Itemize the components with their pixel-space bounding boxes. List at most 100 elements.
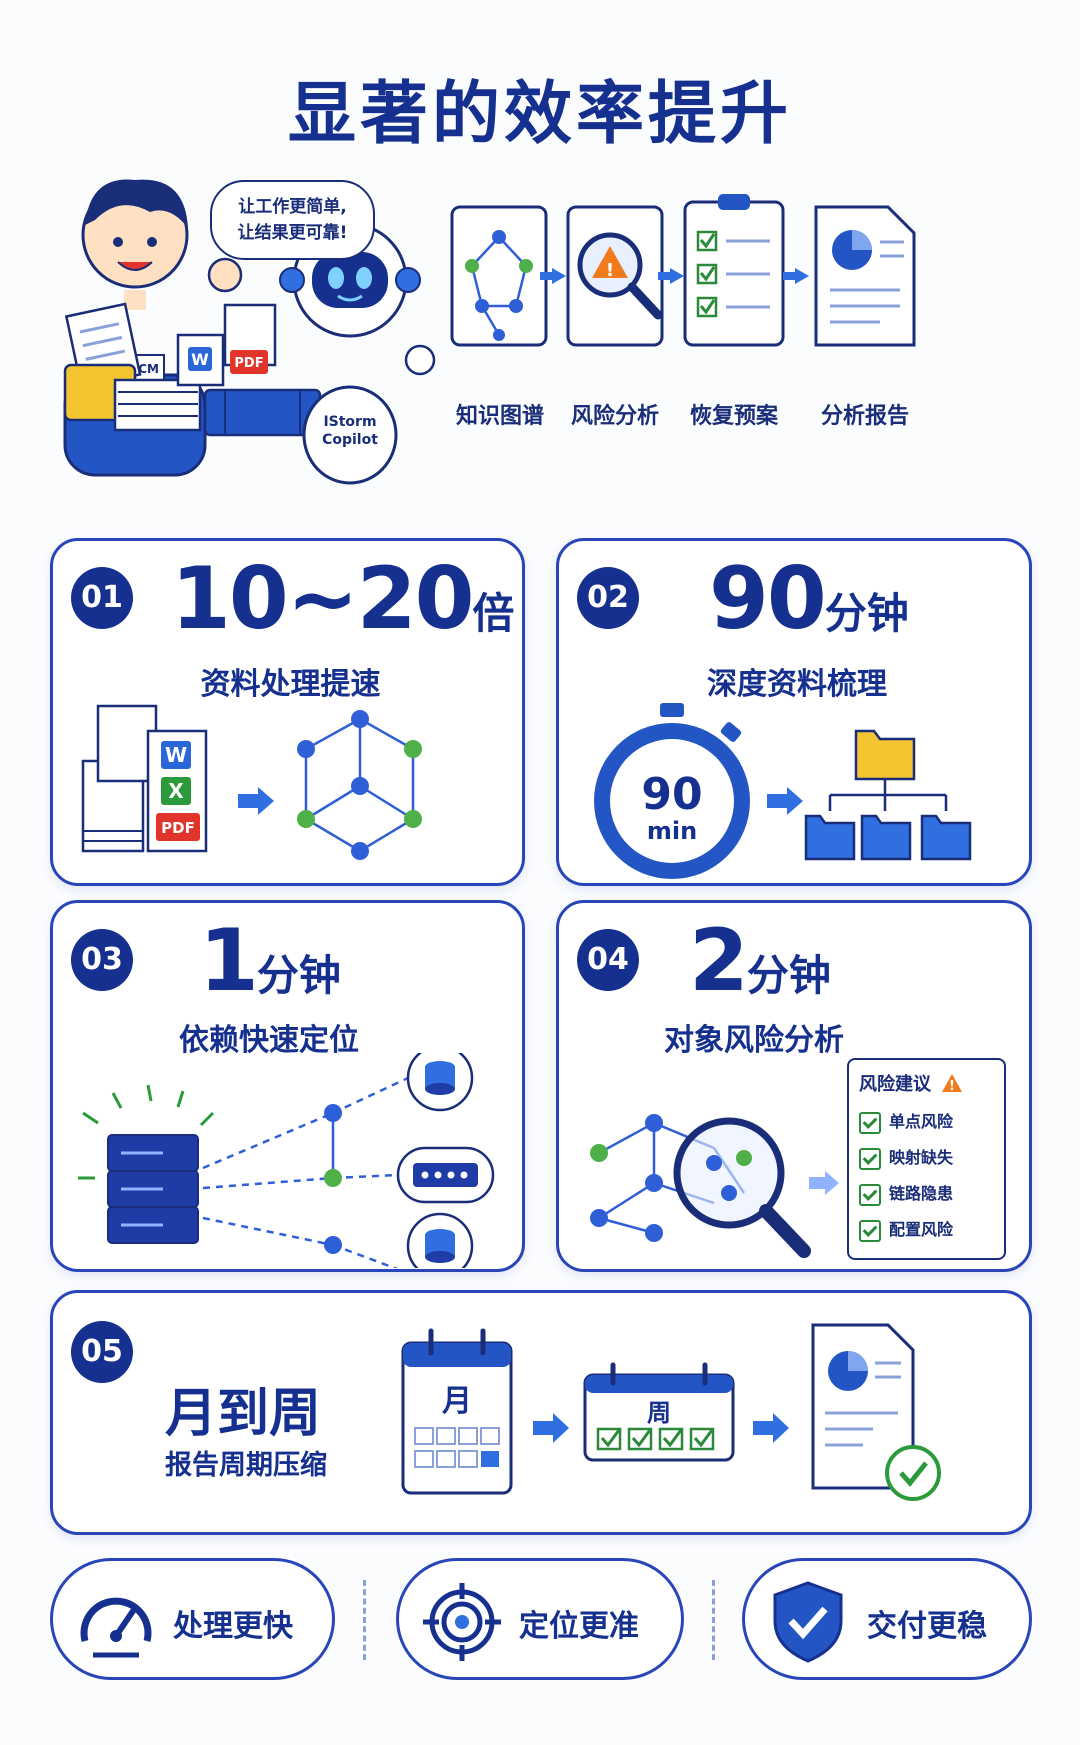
card-01-number: 10~20 — [171, 549, 474, 649]
svg-text:PDF: PDF — [161, 819, 195, 837]
card-03-unit: 分钟 — [256, 951, 341, 1000]
document-stack-icon: W X PDF — [81, 704, 208, 853]
card-04-illustration — [590, 1114, 839, 1258]
card-01: 01 10~20倍 资料处理提速 W X PDF — [50, 538, 525, 886]
risk-panel-title: 风险建议 ! — [859, 1070, 963, 1096]
shield-check-icon — [773, 1581, 843, 1663]
badge-01: 01 — [71, 567, 133, 629]
dependency-links — [202, 1076, 409, 1268]
benefit-stable: 交付更稳 — [742, 1558, 1032, 1680]
card-02-subtitle: 深度资料梳理 — [707, 667, 887, 702]
card-04: 04 2分钟 对象风险分析 风险建议 ! 单点风险 映射缺失 — [556, 900, 1032, 1272]
risk-item-mapping-missing: 映射缺失 — [859, 1144, 953, 1170]
step-report-icon — [814, 205, 916, 347]
svg-text:周: 周 — [647, 1399, 671, 1427]
right-arrow-icon — [533, 1413, 569, 1443]
card-01-unit: 倍 — [472, 589, 515, 638]
card-05-metric: 月到周 — [165, 1384, 322, 1444]
risk-suggestion-panel: 风险建议 ! 单点风险 映射缺失 链路隐患 配置风险 — [847, 1058, 1006, 1260]
risk-title-text: 风险建议 — [859, 1074, 931, 1095]
check-icon — [859, 1111, 881, 1134]
card-04-metric: 2分钟 — [689, 911, 831, 1011]
benefit-faster-label: 处理更快 — [173, 1609, 293, 1644]
speech-bubble: 让工作更简单, 让结果更可靠! — [210, 180, 375, 260]
right-arrow-icon — [809, 1171, 839, 1195]
svg-text:min: min — [647, 817, 697, 845]
card-01-subtitle: 资料处理提速 — [200, 667, 381, 702]
benefit-accurate: 定位更准 — [396, 1558, 684, 1680]
card-05-illustration: 月 周 — [401, 1323, 941, 1501]
check-icon — [859, 1219, 881, 1242]
card-05-subtitle: 报告周期压缩 — [165, 1450, 327, 1481]
robot-illustration: IStorm Copilot — [279, 222, 436, 485]
card-02-metric: 90分钟 — [709, 549, 909, 649]
card-03-subtitle: 依赖快速定位 — [179, 1023, 359, 1058]
card-01-illustration: W X PDF — [81, 704, 422, 860]
card-02-unit: 分钟 — [824, 589, 909, 638]
card-04-subtitle: 对象风险分析 — [664, 1023, 844, 1058]
benefit-accurate-label: 定位更准 — [519, 1609, 639, 1644]
folder-tree-icon — [804, 729, 972, 861]
step-checklist-icon — [683, 194, 785, 347]
badge-04: 04 — [577, 929, 639, 991]
hero-illustration: BCM W PDF IStorm Copil — [63, 179, 916, 485]
card-03: 03 1分钟 依赖快速定位 — [50, 900, 525, 1272]
month-calendar-icon: 月 — [401, 1328, 513, 1495]
card-02: 02 90分钟 深度资料梳理 90 min — [556, 538, 1032, 886]
risk-item-single-point: 单点风险 — [859, 1108, 953, 1134]
card-03-number: 1 — [199, 911, 259, 1011]
svg-text:月: 月 — [442, 1384, 472, 1419]
man-illustration: BCM W PDF — [63, 179, 322, 477]
card-03-illustration — [78, 1053, 495, 1268]
benefit-stable-label: 交付更稳 — [867, 1609, 987, 1644]
step-knowledge-graph-icon — [450, 205, 548, 347]
svg-text:W: W — [191, 350, 209, 369]
database-icon-2 — [406, 1212, 474, 1268]
svg-text:IStorm: IStorm — [323, 414, 376, 430]
check-icon — [859, 1183, 881, 1206]
svg-text:!: ! — [949, 1079, 955, 1093]
card-03-metric: 1分钟 — [199, 911, 341, 1011]
divider — [363, 1580, 366, 1660]
right-arrow-icon — [753, 1413, 789, 1443]
week-calendar-icon: 周 — [583, 1362, 735, 1462]
badge-05: 05 — [71, 1321, 133, 1383]
step-label-risk-analysis: 风险分析 — [570, 404, 659, 429]
card-01-metric: 10~20倍 — [171, 549, 514, 649]
server-icon — [78, 1084, 215, 1244]
svg-text:Copilot: Copilot — [322, 432, 378, 448]
svg-text:X: X — [168, 779, 184, 803]
network-switch-icon — [396, 1146, 495, 1204]
database-icon — [406, 1053, 474, 1112]
report-complete-icon — [811, 1323, 941, 1501]
step-label-recovery-plan: 恢复预案 — [689, 404, 778, 429]
check-icon — [859, 1147, 881, 1170]
warning-icon: ! — [942, 1074, 963, 1094]
benefit-faster: 处理更快 — [50, 1558, 335, 1680]
risk-item-link-hazard: 链路隐患 — [859, 1180, 953, 1206]
svg-text:PDF: PDF — [234, 356, 263, 371]
card-02-illustration: 90 min — [594, 703, 972, 879]
step-label-knowledge-graph: 知识图谱 — [455, 404, 544, 429]
stopwatch-icon: 90 min — [594, 703, 750, 879]
page-title: 显著的效率提升 — [287, 75, 792, 154]
right-arrow-icon — [767, 787, 803, 815]
speech-line-2: 让结果更可靠! — [237, 223, 348, 243]
target-icon — [423, 1583, 501, 1661]
step-risk-magnifier-icon: ! — [566, 205, 664, 347]
risk-item-config-risk: 配置风险 — [859, 1216, 953, 1242]
badge-03: 03 — [71, 929, 133, 991]
right-arrow-icon — [238, 787, 274, 815]
card-05: 05 月到周 报告周期压缩 月 周 — [50, 1290, 1032, 1535]
speedometer-icon — [80, 1597, 152, 1658]
badge-02: 02 — [577, 567, 639, 629]
card-02-number: 90 — [709, 549, 827, 649]
svg-text:90: 90 — [641, 769, 702, 820]
card-04-number: 2 — [689, 911, 749, 1011]
divider — [712, 1580, 715, 1660]
step-label-analysis-report: 分析报告 — [820, 404, 909, 429]
card-04-unit: 分钟 — [746, 951, 831, 1000]
svg-text:!: ! — [606, 260, 614, 281]
speech-line-1: 让工作更简单, — [238, 197, 347, 217]
svg-text:W: W — [165, 743, 187, 767]
